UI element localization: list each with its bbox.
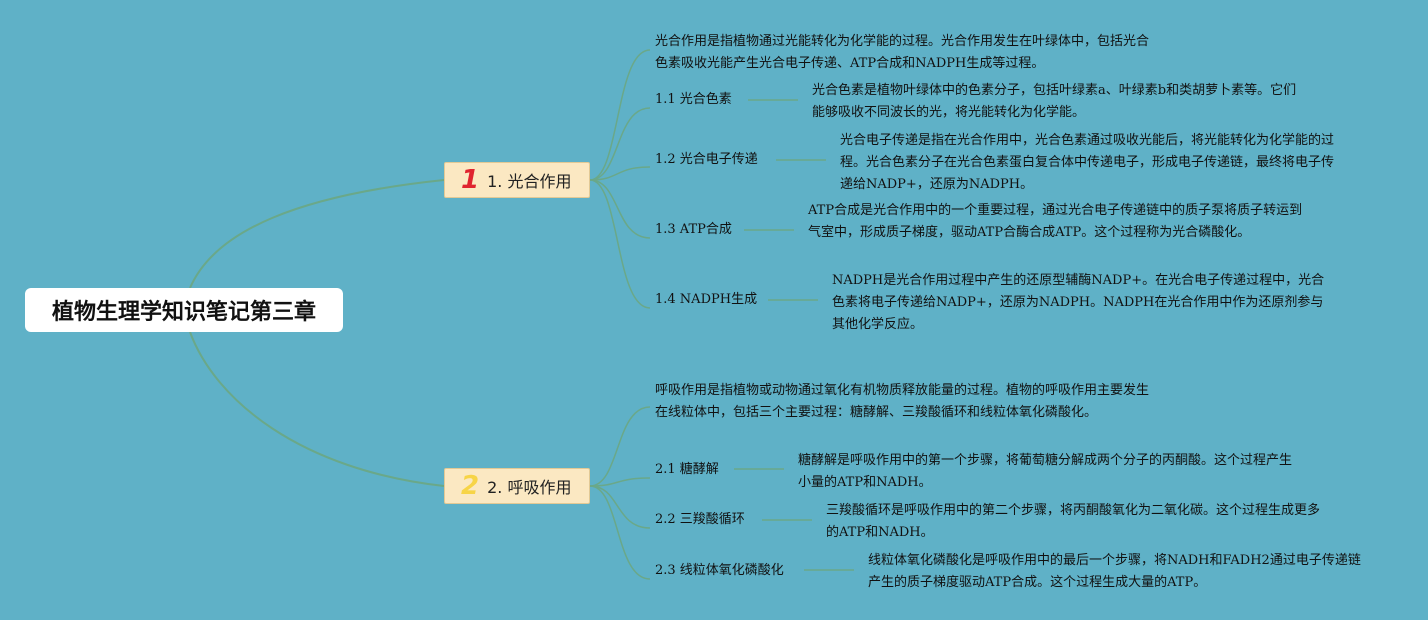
- edge-b1-c2: [589, 166, 651, 181]
- detail-2-1[interactable]: 糖酵解是呼吸作用中的第一个步骤，将葡萄糖分解成两个分子的丙酮酸。这个过程产生小量…: [798, 453, 1293, 490]
- detail-1-1[interactable]: 光合色素是植物叶绿体中的色素分子，包括叶绿素a、叶绿素b和类胡萝卜素等。它们能够…: [812, 83, 1297, 120]
- subtopic-2-3[interactable]: 2.3 线粒体氧化磷酸化: [655, 563, 784, 578]
- edge-b1-summary: [589, 49, 651, 181]
- branch-photosynthesis[interactable]: 1 1. 光合作用: [444, 162, 590, 198]
- edge-root-branch-1: [189, 179, 445, 289]
- branch-label: 1. 光合作用: [487, 172, 572, 191]
- edge-b2-c1: [589, 477, 651, 487]
- edge-b2-summary: [589, 406, 651, 487]
- subtopic-1-3[interactable]: 1.3 ATP合成: [655, 222, 732, 237]
- number-badge-1: 1: [461, 165, 480, 195]
- summary-respiration[interactable]: 呼吸作用是指植物或动物通过氧化有机物质释放能量的过程。植物的呼吸作用主要发生在线…: [655, 383, 1150, 420]
- summary-photosynthesis[interactable]: 光合作用是指植物通过光能转化为化学能的过程。光合作用发生在叶绿体中，包括光合色素…: [655, 34, 1150, 71]
- edge-b1-c1: [589, 107, 651, 181]
- subtopic-2-2[interactable]: 2.2 三羧酸循环: [655, 512, 745, 527]
- detail-2-3[interactable]: 线粒体氧化磷酸化是呼吸作用中的最后一个步骤，将NADH和FADH2通过电子传递链…: [868, 553, 1361, 590]
- branch-respiration[interactable]: 2 2. 呼吸作用: [444, 468, 590, 504]
- detail-1-3[interactable]: ATP合成是光合作用中的一个重要过程，通过光合电子传递链中的质子泵将质子转运到气…: [808, 203, 1303, 240]
- detail-1-2[interactable]: 光合电子传递是指在光合作用中，光合色素通过吸收光能后，将光能转化为化学能的过程。…: [840, 133, 1335, 192]
- edge-b1-c3: [589, 179, 651, 239]
- root-title: 植物生理学知识笔记第三章: [51, 300, 316, 325]
- subtopic-1-1[interactable]: 1.1 光合色素: [655, 92, 732, 107]
- detail-1-4[interactable]: NADPH是光合作用过程中产生的还原型辅酶NADP+。在光合电子传递过程中，光合…: [832, 273, 1325, 332]
- subtopic-2-1[interactable]: 2.1 糖酵解: [655, 462, 719, 477]
- edge-b2-c2: [589, 485, 651, 529]
- subtopic-1-4[interactable]: 1.4 NADPH生成: [655, 292, 758, 307]
- edge-root-branch-2: [189, 331, 445, 487]
- branch-label: 2. 呼吸作用: [487, 478, 572, 497]
- detail-2-2[interactable]: 三羧酸循环是呼吸作用中的第二个步骤，将丙酮酸氧化为二氧化碳。这个过程生成更多的A…: [826, 503, 1321, 540]
- edge-b1-c4: [589, 179, 651, 309]
- root-topic[interactable]: 植物生理学知识笔记第三章: [25, 288, 343, 332]
- number-badge-2: 2: [461, 471, 480, 501]
- subtopic-1-2[interactable]: 1.2 光合电子传递: [655, 152, 758, 167]
- edge-b2-c3: [589, 485, 651, 580]
